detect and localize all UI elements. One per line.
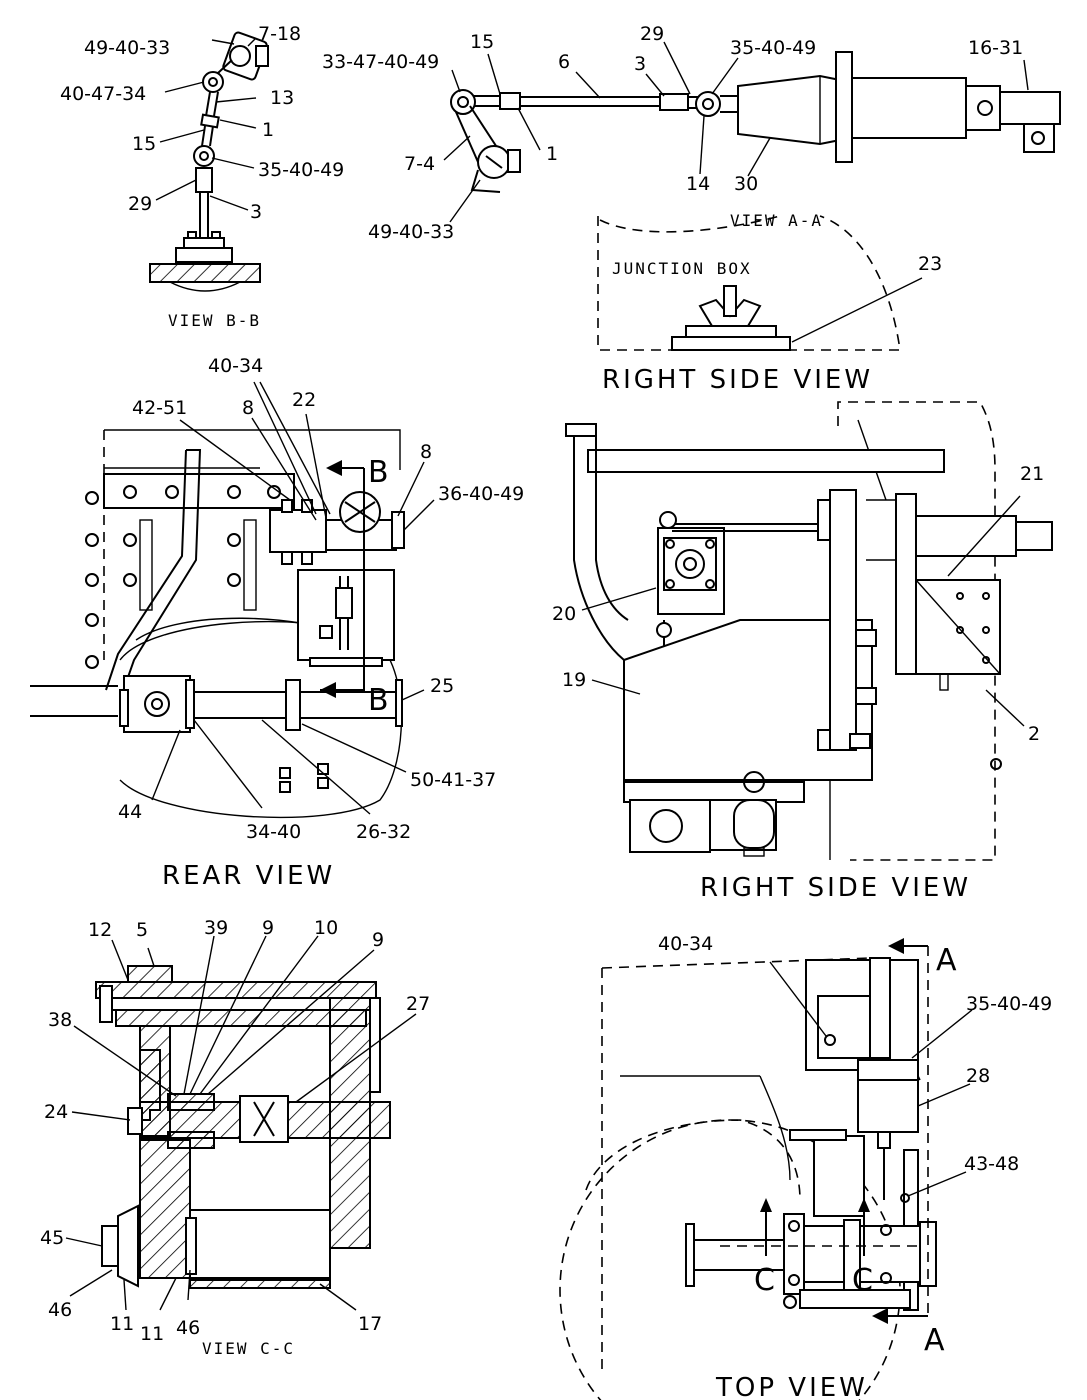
view-aa-drawing <box>450 51 1061 193</box>
callout-label: 38 <box>48 1009 72 1031</box>
right-side-view-title-middle: RIGHT SIDE VIEW <box>700 873 971 903</box>
callout-label: 13 <box>270 87 294 109</box>
junction-box-label: JUNCTION BOX <box>612 259 752 278</box>
view-aa-title: VIEW A-A <box>730 211 823 230</box>
section-letters: B B A A C C <box>368 455 957 1358</box>
callout-label: 30 <box>734 173 758 195</box>
callout-label: 7-4 <box>404 153 435 175</box>
section-b-upper-letter: B <box>368 455 389 490</box>
callout-label: 40-34 <box>208 355 263 377</box>
callout-label: 45 <box>40 1227 64 1249</box>
right-side-view-title-top: RIGHT SIDE VIEW <box>602 365 873 395</box>
callout-label: 3 <box>250 201 262 223</box>
callout-label: 2 <box>1028 723 1040 745</box>
callout-label: 46 <box>48 1299 72 1321</box>
callout-label: 26-32 <box>356 821 411 843</box>
section-bb-line <box>320 460 365 698</box>
junction-box-drawing <box>597 215 901 351</box>
callout-label: 15 <box>132 133 156 155</box>
callout-label: 8 <box>420 441 432 463</box>
view-bb-drawing <box>149 31 269 292</box>
leader-lines <box>65 37 1029 1311</box>
callout-label: 7-18 <box>258 23 301 45</box>
view-cc-title: VIEW C-C <box>202 1339 295 1358</box>
view-titles: VIEW B-B VIEW A-A JUNCTION BOX RIGHT SID… <box>162 211 971 1400</box>
top-view-title: TOP VIEW <box>715 1373 868 1400</box>
callout-label: 40-47-34 <box>60 83 146 105</box>
callout-label: 27 <box>406 993 430 1015</box>
right-side-view-drawing <box>565 401 1053 861</box>
callout-label: 36-40-49 <box>438 483 524 505</box>
callouts-top-view: 40-34 35-40-49 28 43-48 <box>658 933 1052 1175</box>
callout-label: 11 <box>110 1313 134 1335</box>
callout-label: 19 <box>562 669 586 691</box>
section-b-lower-letter: B <box>368 683 389 718</box>
callouts-view-bb: 49-40-33 7-18 40-47-34 13 1 15 35-40-49 … <box>60 23 344 223</box>
top-view-drawing <box>559 957 937 1400</box>
callout-label: 20 <box>552 603 576 625</box>
callout-label: 34-40 <box>246 821 301 843</box>
callout-label: 17 <box>358 1313 382 1335</box>
callout-label: 25 <box>430 675 454 697</box>
callout-label: 12 <box>88 919 112 941</box>
callout-label: 3 <box>634 53 646 75</box>
rear-view-title: REAR VIEW <box>162 861 335 891</box>
callout-label: 10 <box>314 917 338 939</box>
callout-label: 35-40-49 <box>966 993 1052 1015</box>
callout-label: 1 <box>262 119 274 141</box>
callouts-view-cc: 12 5 39 9 10 9 38 27 24 45 46 11 11 46 1… <box>40 917 430 1345</box>
callout-label: 35-40-49 <box>258 159 344 181</box>
callout-label: 14 <box>686 173 710 195</box>
callout-label: 33-47-40-49 <box>322 51 439 73</box>
callout-label: 49-40-33 <box>84 37 170 59</box>
callout-label: 8 <box>242 397 254 419</box>
callout-label: 15 <box>470 31 494 53</box>
callout-label: 35-40-49 <box>730 37 816 59</box>
section-c-right-letter: C <box>852 1263 873 1298</box>
callout-label: 42-51 <box>132 397 187 419</box>
callout-label: 29 <box>640 23 664 45</box>
view-cc-drawing <box>95 965 391 1289</box>
callouts-right-side-view: 21 20 19 2 <box>552 463 1044 745</box>
callouts-view-aa: 15 29 33-47-40-49 6 3 35-40-49 16-31 1 7… <box>322 23 1023 243</box>
callout-label: 16-31 <box>968 37 1023 59</box>
callout-label: 11 <box>140 1323 164 1345</box>
callout-label: 21 <box>1020 463 1044 485</box>
section-aa-line <box>872 938 929 1324</box>
callout-label: 9 <box>262 917 274 939</box>
view-bb-title: VIEW B-B <box>168 311 261 330</box>
callout-label: 39 <box>204 917 228 939</box>
callout-label: 29 <box>128 193 152 215</box>
callout-label: 23 <box>918 253 942 275</box>
rear-view-drawing <box>30 429 405 819</box>
callout-label: 5 <box>136 919 148 941</box>
callout-label: 49-40-33 <box>368 221 454 243</box>
callout-label: 1 <box>546 143 558 165</box>
callouts-rear-view: 40-34 42-51 8 22 8 36-40-49 25 50-41-37 … <box>118 355 524 843</box>
callout-label: 28 <box>966 1065 990 1087</box>
section-c-left-letter: C <box>754 1263 775 1298</box>
callout-label: 43-48 <box>964 1153 1019 1175</box>
callout-label: 40-34 <box>658 933 713 955</box>
section-a-upper-letter: A <box>936 943 957 978</box>
callout-label: 46 <box>176 1317 200 1339</box>
callout-label: 24 <box>44 1101 68 1123</box>
callout-label: 6 <box>558 51 570 73</box>
callout-label: 50-41-37 <box>410 769 496 791</box>
callout-label: 22 <box>292 389 316 411</box>
section-a-lower-letter: A <box>924 1323 945 1358</box>
callout-label: 44 <box>118 801 142 823</box>
callout-label: 9 <box>372 929 384 951</box>
